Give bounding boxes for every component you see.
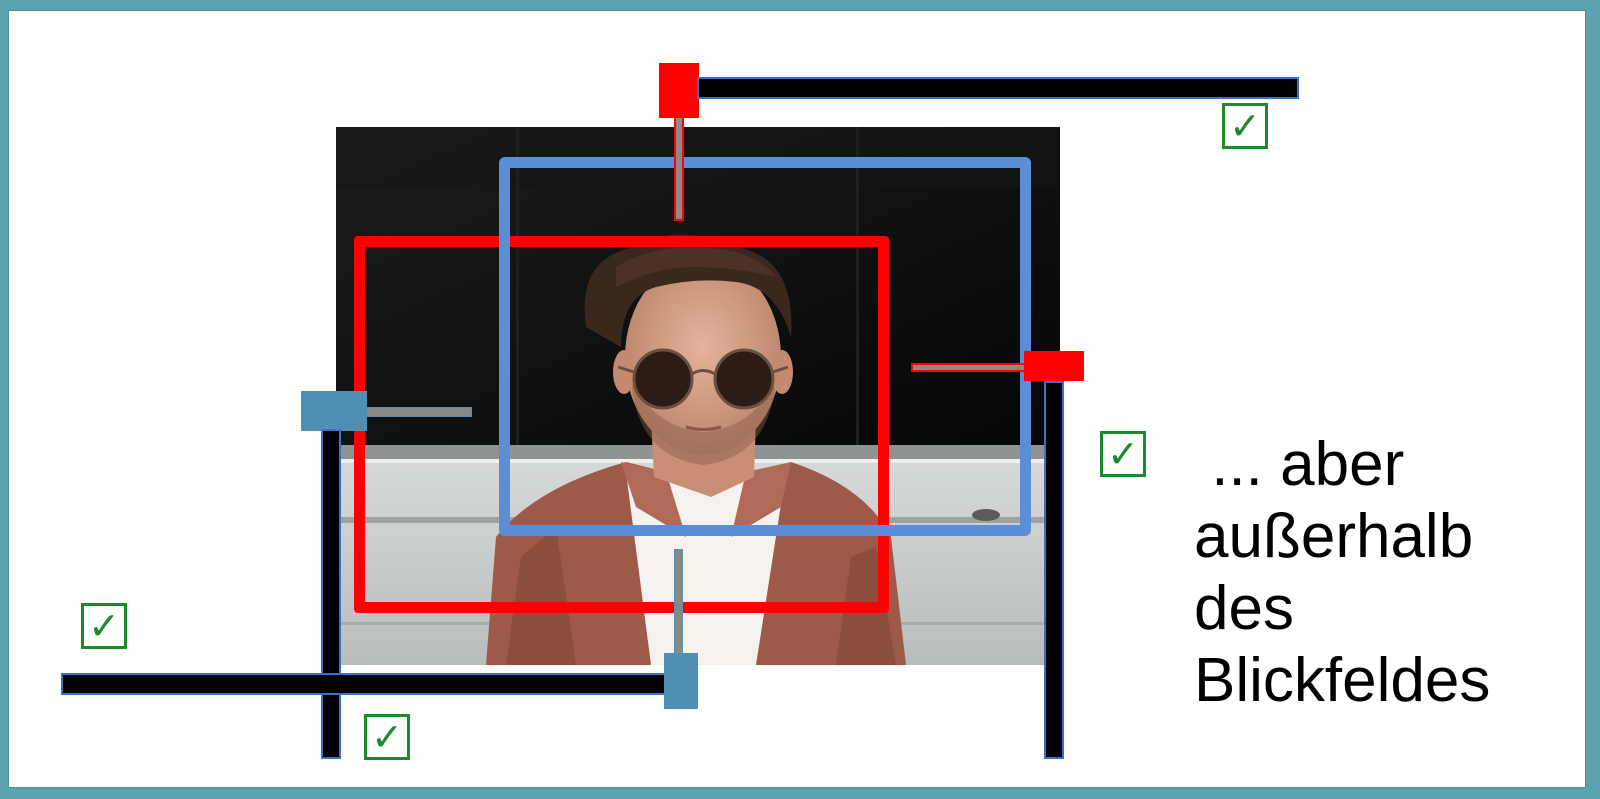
caption-line-4: Blickfeldes: [1194, 646, 1491, 715]
bottom-slider-bar: [61, 673, 667, 695]
caption-line-3: des: [1194, 574, 1294, 643]
blue-field-of-view-frame: [499, 157, 1031, 536]
right-slider-bar: [1044, 381, 1064, 759]
checkbox-caption-icon: ✓: [1100, 431, 1146, 477]
caption-line-2: außerhalb: [1194, 502, 1474, 571]
caption-line-1: ... aber: [1194, 430, 1405, 499]
checkbox-bottom-icon: ✓: [364, 714, 410, 760]
caption: ... aber außerhalb des Blickfeldes: [1194, 429, 1574, 717]
bottom-teal-handle[interactable]: [664, 653, 698, 709]
left-slider-bar: [321, 429, 341, 759]
checkbox-left-icon: ✓: [81, 603, 127, 649]
right-red-handle[interactable]: [1024, 351, 1084, 381]
checkbox-top-icon: ✓: [1222, 103, 1268, 149]
bottom-teal-stem: [674, 549, 683, 659]
left-teal-handle[interactable]: [301, 391, 367, 431]
top-red-stem: [674, 111, 684, 221]
right-red-stem: [911, 363, 1026, 372]
top-red-handle[interactable]: [659, 63, 699, 118]
slide: ✓ ✓ ✓ ✓ ... aber außerhalb des Blickfeld…: [8, 10, 1586, 788]
top-slider-bar: [697, 77, 1299, 99]
